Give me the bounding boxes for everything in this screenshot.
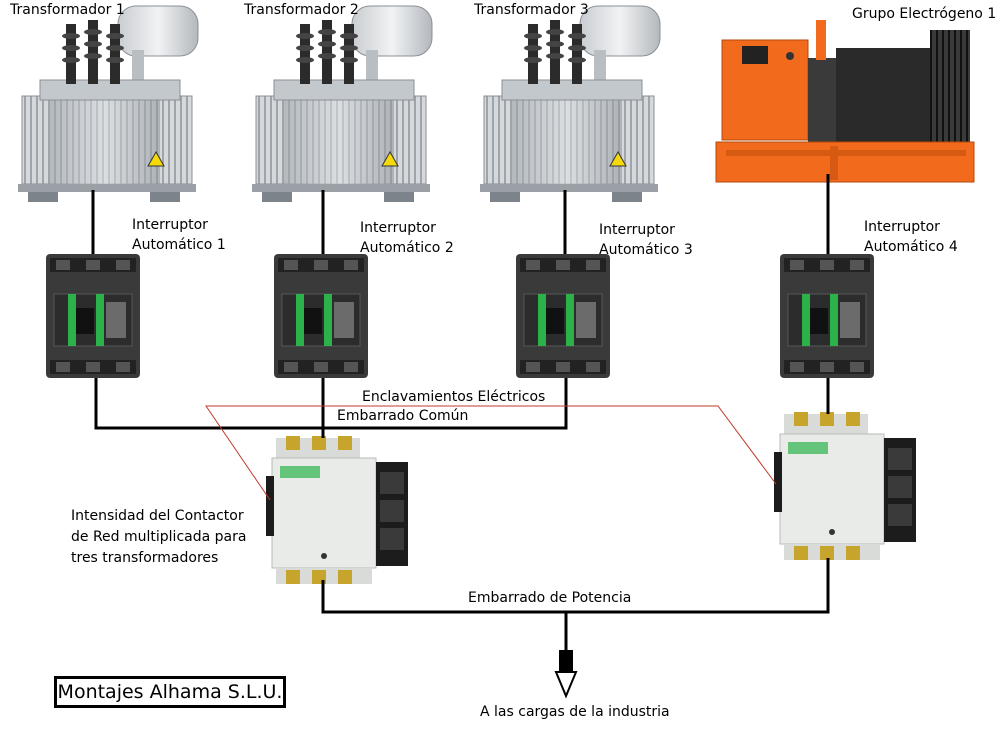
transformer-1-label: Transformador 1 xyxy=(10,2,125,18)
contactor-note: Intensidad del Contactor de Red multipli… xyxy=(71,508,247,566)
breaker-1-image xyxy=(45,253,141,379)
generator-label: Grupo Electrógeno 1 xyxy=(852,6,997,22)
breaker-3-image xyxy=(515,253,611,379)
breaker-2-label: Interruptor Automático 2 xyxy=(360,220,454,256)
grid-contactor-image xyxy=(265,435,409,585)
common-busbar-label: Embarrado Común xyxy=(337,408,469,424)
transformer-2-image xyxy=(251,5,433,203)
transformer-2-label: Transformador 2 xyxy=(244,2,359,18)
loads-label: A las cargas de la industria xyxy=(480,704,670,720)
company-name-box: Montajes Alhama S.L.U. xyxy=(54,676,286,708)
transformer-3-label: Transformador 3 xyxy=(474,2,589,18)
breaker-4-label: Interruptor Automático 4 xyxy=(864,219,958,255)
power-wiring xyxy=(91,174,830,650)
loads-arrow xyxy=(554,650,578,699)
breaker-1-label: Interruptor Automático 1 xyxy=(132,217,226,253)
power-busbar-label: Embarrado de Potencia xyxy=(468,590,632,606)
interlocks-label: Enclavamientos Eléctricos xyxy=(362,389,546,405)
breaker-4-image xyxy=(779,253,875,379)
transformer-1-image xyxy=(17,5,199,203)
generator-image xyxy=(715,20,975,183)
breaker-2-image xyxy=(273,253,369,379)
interlock-line xyxy=(205,405,777,501)
breaker-3-label: Interruptor Automático 3 xyxy=(599,222,693,258)
transformer-3-image xyxy=(479,5,661,203)
generator-contactor-image xyxy=(773,411,917,561)
